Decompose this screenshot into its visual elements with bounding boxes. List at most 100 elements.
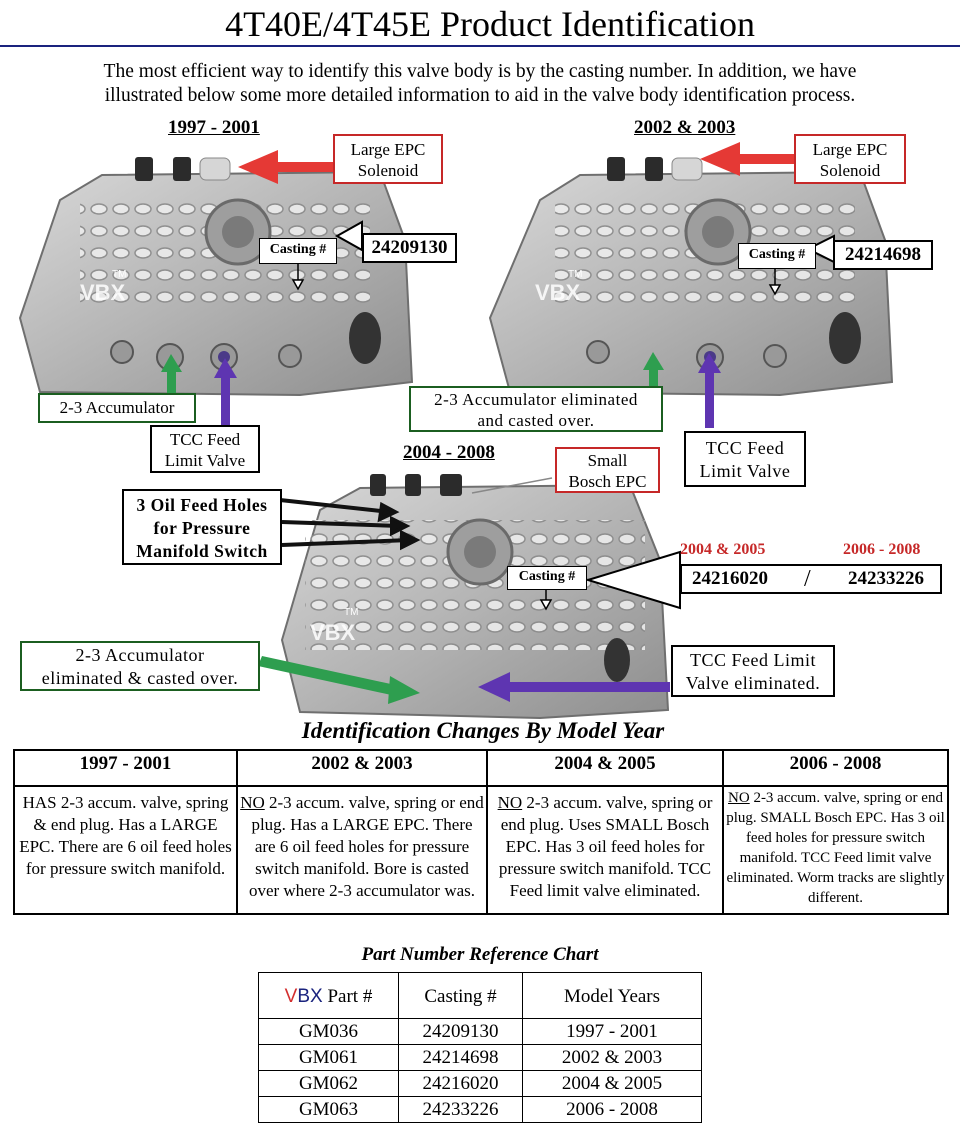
casting-number: 24216020 xyxy=(398,1070,523,1097)
arrow-small-epc xyxy=(471,477,553,494)
part-number: GM036 xyxy=(258,1018,399,1045)
changes-cell-2-lead: NO xyxy=(240,793,265,812)
model-years: 2002 & 2003 xyxy=(522,1044,702,1071)
parts-title: Part Number Reference Chart xyxy=(361,944,599,965)
casting-label-1: Casting # xyxy=(259,238,337,264)
diagram-3-year: 2004 - 2008 xyxy=(403,442,495,463)
callout-large-epc-1-line1: Large EPC xyxy=(350,140,426,159)
casting-number-1: 24209130 xyxy=(362,233,457,263)
callout-tcc-feed-1: TCC Feed Limit Valve xyxy=(150,425,260,473)
callout-large-epc-1: Large EPC Solenoid xyxy=(333,134,443,184)
vbx-watermark-1: VBX xyxy=(80,280,126,305)
casting-label-2: Casting # xyxy=(738,243,816,269)
changes-cell-1: HAS 2-3 accum. valve, spring & end plug.… xyxy=(13,785,238,915)
casting-number-3b: 24233226 xyxy=(848,568,924,589)
diagram-2-year: 2002 & 2003 xyxy=(634,117,736,138)
casting-number: 24233226 xyxy=(398,1096,523,1123)
callout-accumulator-2: 2-3 Accumulator eliminated and casted ov… xyxy=(409,386,663,432)
changes-header-2: 2002 & 2003 xyxy=(236,749,488,787)
casting-label-3: Casting # xyxy=(507,566,587,590)
changes-body-row: HAS 2-3 accum. valve, spring & end plug.… xyxy=(13,785,949,915)
valve-body-1997-2001: VBX TM xyxy=(18,157,414,397)
model-years: 1997 - 2001 xyxy=(522,1018,702,1045)
changes-cell-2: NO 2-3 accum. valve, spring or end plug.… xyxy=(236,785,488,915)
callout-oil-feed-holes-line1: 3 Oil Feed Holes xyxy=(136,495,268,515)
changes-cell-3: NO 2-3 accum. valve, spring or end plug.… xyxy=(486,785,724,915)
callout-accumulator-3: 2-3 Accumulator eliminated & casted over… xyxy=(20,641,260,691)
callout-accumulator-1: 2-3 Accumulator xyxy=(38,393,196,423)
callout-large-epc-1-line2: Solenoid xyxy=(357,161,419,180)
changes-header-1: 1997 - 2001 xyxy=(13,749,238,787)
callout-small-bosch-epc-line1: Small xyxy=(587,451,628,470)
parts-header-part-label: Part # xyxy=(322,986,373,1007)
part-number: GM061 xyxy=(258,1044,399,1071)
callout-accumulator-2-line2: and casted over. xyxy=(477,411,595,430)
parts-header-casting: Casting # xyxy=(398,972,523,1019)
changes-cell-4-lead: NO xyxy=(728,790,750,806)
arrow-purple-tcc-1 xyxy=(214,358,237,427)
parts-header-part: VBX Part # xyxy=(258,972,399,1019)
changes-cell-4-text: 2-3 accum. valve, spring or end plug. SM… xyxy=(726,790,945,906)
callout-large-epc-2: Large EPC Solenoid xyxy=(794,134,906,184)
changes-title: Identification Changes By Model Year xyxy=(301,718,665,743)
brand-bx: BX xyxy=(297,986,323,1007)
changes-cell-2-text: 2-3 accum. valve, spring or end plug. Ha… xyxy=(248,793,484,900)
valve-body-2002-2003: VBX TM xyxy=(488,157,894,397)
title-divider xyxy=(0,45,960,47)
callout-small-bosch-epc: Small Bosch EPC xyxy=(555,447,660,493)
tm-mark-2: TM xyxy=(568,269,582,280)
intro-line-2: illustrated below some more detailed inf… xyxy=(104,85,856,106)
callout-tcc-feed-2-line1: TCC Feed xyxy=(705,438,785,458)
arrow-green-accum-1 xyxy=(161,354,182,394)
table-row: GM063 24233226 2006 - 2008 xyxy=(258,1096,702,1123)
brand-v: V xyxy=(284,986,298,1007)
casting-separator: / xyxy=(804,566,811,592)
changes-header-4: 2006 - 2008 xyxy=(722,749,949,787)
table-row: GM062 24216020 2004 & 2005 xyxy=(258,1070,702,1097)
model-years: 2006 - 2008 xyxy=(522,1096,702,1123)
callout-large-epc-2-line2: Solenoid xyxy=(819,161,881,180)
intro-text: The most efficient way to identify this … xyxy=(20,60,940,108)
casting-number-2: 24214698 xyxy=(833,240,933,270)
casting-number: 24214698 xyxy=(398,1044,523,1071)
table-row: GM036 24209130 1997 - 2001 xyxy=(258,1018,702,1045)
changes-header-3: 2004 & 2005 xyxy=(486,749,724,787)
callout-tcc-feed-1-line1: TCC Feed xyxy=(169,430,241,449)
changes-table: 1997 - 2001 2002 & 2003 2004 & 2005 2006… xyxy=(13,749,949,915)
callout-tcc-eliminated-line2: Valve eliminated. xyxy=(685,673,821,693)
callout-tcc-feed-1-line2: Limit Valve xyxy=(164,451,246,470)
callout-small-bosch-epc-line2: Bosch EPC xyxy=(568,472,647,491)
callout-tcc-eliminated-line1: TCC Feed Limit xyxy=(690,650,816,670)
callout-accumulator-3-line1: 2-3 Accumulator xyxy=(75,645,205,665)
part-number: GM062 xyxy=(258,1070,399,1097)
arrows-oil-feed-holes xyxy=(279,498,421,551)
changes-cell-4: NO 2-3 accum. valve, spring or end plug.… xyxy=(722,785,949,915)
callout-large-epc-2-line1: Large EPC xyxy=(812,140,888,159)
casting-year-b: 2006 - 2008 xyxy=(843,541,921,558)
parts-table: VBX Part # Casting # Model Years GM036 2… xyxy=(258,972,702,1123)
casting-year-a: 2004 & 2005 xyxy=(680,541,766,558)
vbx-watermark-2: VBX xyxy=(535,280,581,305)
callout-accumulator-3-line2: eliminated & casted over. xyxy=(41,668,239,688)
callout-oil-feed-holes: 3 Oil Feed Holes for Pressure Manifold S… xyxy=(122,489,282,565)
page-title: 4T40E/4T45E Product Identification xyxy=(225,4,755,44)
changes-cell-3-lead: NO xyxy=(497,793,523,812)
casting-number-3a: 24216020 xyxy=(692,568,768,589)
arrow-green-accum-3 xyxy=(258,656,420,704)
parts-header-years: Model Years xyxy=(522,972,702,1019)
changes-header-row: 1997 - 2001 2002 & 2003 2004 & 2005 2006… xyxy=(13,749,949,787)
tm-mark-3: TM xyxy=(344,607,358,618)
arrow-purple-tcc-3 xyxy=(478,672,670,702)
model-years: 2004 & 2005 xyxy=(522,1070,702,1097)
intro-line-1: The most efficient way to identify this … xyxy=(103,61,857,82)
tm-mark-1: TM xyxy=(112,269,126,280)
vbx-watermark-3: VBX xyxy=(310,620,356,645)
callout-oil-feed-holes-line2: for Pressure xyxy=(153,518,251,538)
changes-cell-1-text: HAS 2-3 accum. valve, spring & end plug.… xyxy=(19,793,232,878)
arrow-green-accum-2 xyxy=(643,352,664,386)
callout-tcc-feed-2: TCC Feed Limit Valve xyxy=(684,431,806,487)
casting-numbers-3: 24216020 / 24233226 xyxy=(680,564,942,594)
table-row: GM061 24214698 2002 & 2003 xyxy=(258,1044,702,1071)
part-number: GM063 xyxy=(258,1096,399,1123)
callout-accumulator-2-line1: 2-3 Accumulator eliminated xyxy=(434,390,638,409)
